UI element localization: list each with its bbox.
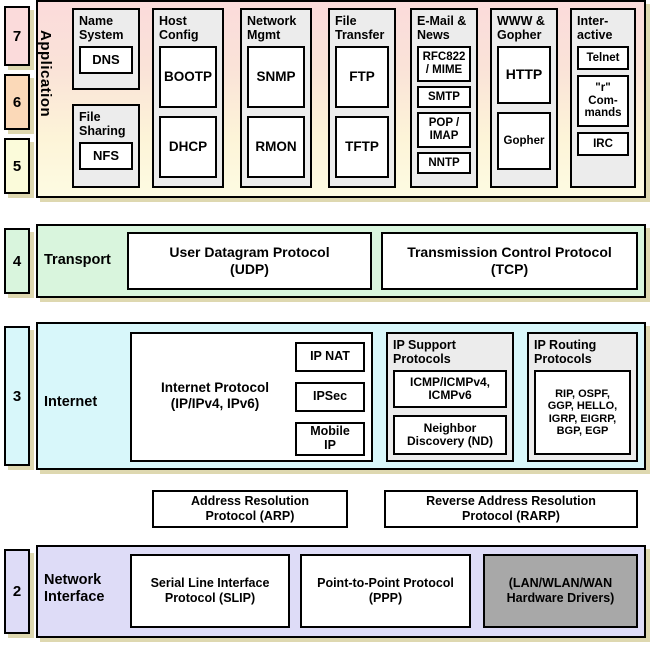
- app-group-title: Host Config: [159, 14, 199, 42]
- protocol-bootp[interactable]: BOOTP: [159, 46, 217, 108]
- protocol-neighbor-discovery[interactable]: Neighbor Discovery (ND): [393, 415, 507, 455]
- app-group-title: File Transfer: [335, 14, 385, 42]
- layer-badge-3-label: 3: [12, 387, 22, 405]
- hardware-drivers-box[interactable]: (LAN/WLAN/WAN Hardware Drivers): [483, 554, 638, 628]
- protocol-udp[interactable]: User Datagram Protocol (UDP): [127, 232, 372, 290]
- app-group-file-transfer: File Transfer FTP TFTP: [328, 8, 396, 188]
- protocol-arp[interactable]: Address Resolution Protocol (ARP): [152, 490, 348, 528]
- app-group-title: E-Mail & News: [417, 14, 467, 42]
- protocol-ppp[interactable]: Point-to-Point Protocol (PPP): [300, 554, 471, 628]
- protocol-snmp[interactable]: SNMP: [247, 46, 305, 108]
- protocol-r-commands[interactable]: "r" Com- mands: [577, 75, 629, 127]
- layer-badge-6-label: 6: [12, 93, 22, 111]
- protocol-smtp[interactable]: SMTP: [417, 86, 471, 108]
- protocol-tcp[interactable]: Transmission Control Protocol (TCP): [381, 232, 638, 290]
- protocol-icmp[interactable]: ICMP/ICMPv4, ICMPv6: [393, 370, 507, 408]
- app-group-network-mgmt: Network Mgmt SNMP RMON: [240, 8, 312, 188]
- protocol-ip-nat[interactable]: IP NAT: [295, 342, 365, 372]
- app-group-email-news: E-Mail & News RFC822 / MIME SMTP POP / I…: [410, 8, 478, 188]
- app-group-name-system: Name System DNS: [72, 8, 140, 90]
- network-interface-layer-label: Network Interface: [44, 572, 105, 605]
- layer-badge-4: 4: [4, 228, 30, 294]
- protocol-ip-container: Internet Protocol (IP/IPv4, IPv6) IP NAT…: [130, 332, 373, 462]
- ip-support-protocols-group: IP Support Protocols ICMP/ICMPv4, ICMPv6…: [386, 332, 514, 462]
- protocol-ipsec[interactable]: IPSec: [295, 382, 365, 412]
- protocol-irc[interactable]: IRC: [577, 132, 629, 156]
- layer-badge-7-label: 7: [12, 27, 22, 45]
- ip-routing-protocols-group: IP Routing Protocols RIP, OSPF, GGP, HEL…: [527, 332, 638, 462]
- app-group-title: Network Mgmt: [247, 14, 297, 42]
- protocol-pop-imap[interactable]: POP / IMAP: [417, 112, 471, 148]
- layer-badge-5-label: 5: [12, 157, 22, 175]
- protocol-nntp[interactable]: NNTP: [417, 152, 471, 174]
- protocol-http[interactable]: HTTP: [497, 46, 551, 104]
- protocol-rarp[interactable]: Reverse Address Resolution Protocol (RAR…: [384, 490, 638, 528]
- app-group-title: WWW & Gopher: [497, 14, 545, 42]
- protocol-rfc822-mime[interactable]: RFC822 / MIME: [417, 46, 471, 82]
- app-group-www-gopher: WWW & Gopher HTTP Gopher: [490, 8, 558, 188]
- transport-layer-label: Transport: [44, 252, 111, 268]
- internet-layer-label: Internet: [44, 394, 98, 410]
- protocol-dns[interactable]: DNS: [79, 46, 133, 74]
- protocol-mobile-ip[interactable]: Mobile IP: [295, 422, 365, 456]
- protocol-telnet[interactable]: Telnet: [577, 46, 629, 70]
- layer-badge-7: 7: [4, 6, 30, 66]
- ip-routing-protocols-title: IP Routing Protocols: [534, 338, 597, 366]
- protocol-nfs[interactable]: NFS: [79, 142, 133, 170]
- app-group-title: Inter- active: [577, 14, 613, 42]
- protocol-rmon[interactable]: RMON: [247, 116, 305, 178]
- app-group-title: Name System: [79, 14, 124, 42]
- app-group-interactive: Inter- active Telnet "r" Com- mands IRC: [570, 8, 636, 188]
- layer-badge-6: 6: [4, 74, 30, 130]
- app-group-host-config: Host Config BOOTP DHCP: [152, 8, 224, 188]
- protocol-dhcp[interactable]: DHCP: [159, 116, 217, 178]
- protocol-slip[interactable]: Serial Line Interface Protocol (SLIP): [130, 554, 290, 628]
- layer-badge-3: 3: [4, 326, 30, 466]
- app-group-title: File Sharing: [79, 110, 126, 138]
- protocol-ip-label: Internet Protocol (IP/IPv4, IPv6): [160, 380, 269, 412]
- app-group-file-sharing: File Sharing NFS: [72, 104, 140, 188]
- ip-support-protocols-title: IP Support Protocols: [393, 338, 456, 366]
- layer-badge-2: 2: [4, 549, 30, 634]
- layer-badge-5: 5: [4, 138, 30, 194]
- protocol-tftp[interactable]: TFTP: [335, 116, 389, 178]
- application-layer-label: Application: [37, 30, 54, 118]
- protocol-routing-list[interactable]: RIP, OSPF, GGP, HELLO, IGRP, EIGRP, BGP,…: [534, 370, 631, 455]
- layer-badge-4-label: 4: [12, 252, 22, 270]
- protocol-ftp[interactable]: FTP: [335, 46, 389, 108]
- protocol-gopher[interactable]: Gopher: [497, 112, 551, 170]
- layer-badge-2-label: 2: [12, 583, 22, 600]
